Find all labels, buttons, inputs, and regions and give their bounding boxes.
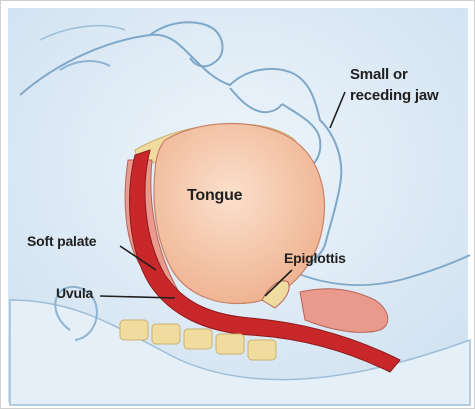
jaw-label-line-1: Small or [350,64,438,85]
tongue [154,124,324,304]
soft-palate-label: Soft palate [27,233,96,249]
jaw-label-line-2: receding jaw [350,85,438,106]
jaw-label: Small or receding jaw [350,64,438,106]
uvula-label: Uvula [56,285,93,301]
epiglottis-label: Epiglottis [284,250,346,266]
tongue-label: Tongue [187,187,242,205]
